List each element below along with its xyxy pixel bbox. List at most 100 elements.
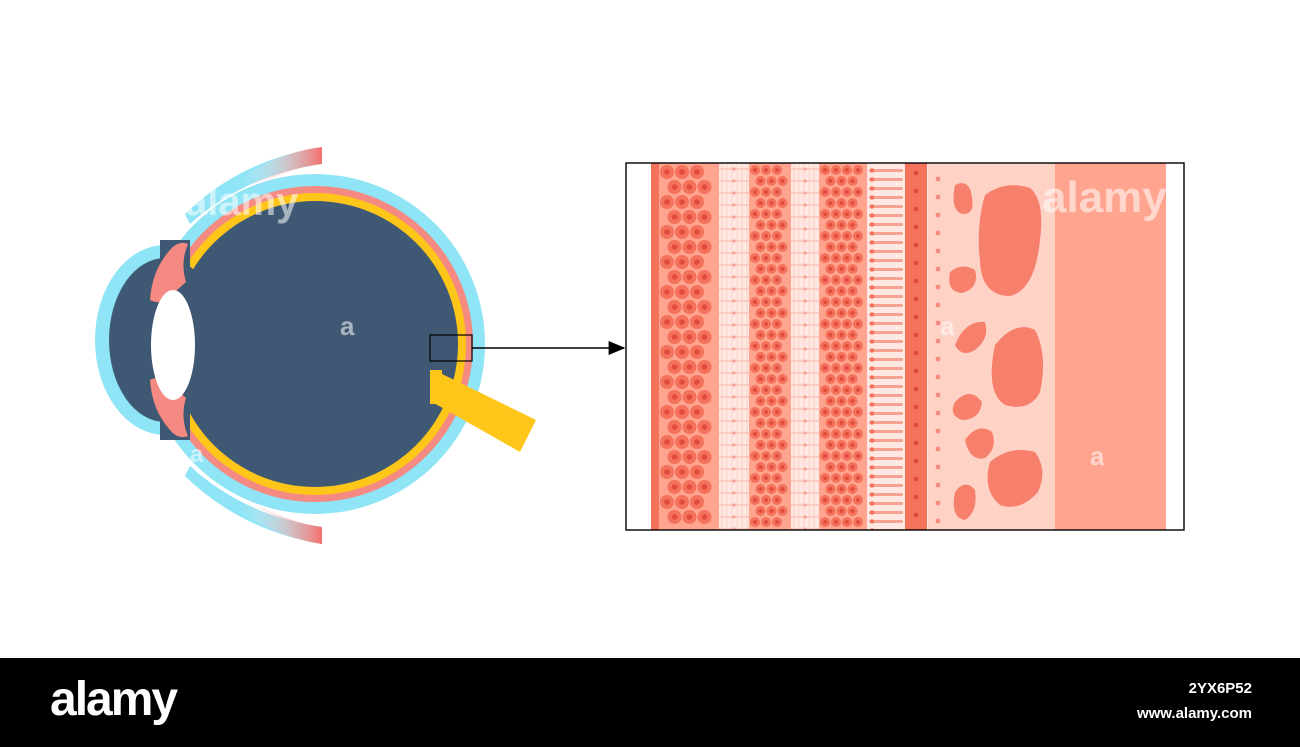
photoreceptor-head [869,510,875,515]
choroid-vessel [953,183,973,215]
photoreceptor-head [869,438,875,443]
nucleus-dot [845,476,849,480]
pigment-granule [913,170,919,176]
fiber-node [732,455,736,459]
nucleus-dot [664,319,670,325]
pigment-granule [913,278,919,284]
photoreceptor [869,466,903,469]
photoreceptor-head [869,213,875,218]
nucleus-dot [839,399,844,403]
photoreceptor [869,421,903,424]
fiber-node [732,395,736,399]
photoreceptor-head [869,384,875,389]
nucleus-dot [686,304,693,310]
nucleus-dot [775,168,779,172]
nucleus-dot [845,234,849,238]
nucleus-dot [769,377,774,381]
nucleus-dot [764,234,768,238]
nucleus-dot [764,476,768,480]
pigment-granule [935,338,941,344]
photoreceptor-head [869,249,875,254]
fiber-node [732,503,736,507]
fiber-node [732,479,736,483]
nucleus-dot [753,454,757,458]
photoreceptor-head [869,465,875,470]
fiber-node [732,311,736,315]
watermark-text: alamy [185,180,299,224]
nucleus-dot [694,169,700,175]
nucleus-dot [839,355,844,359]
nucleus-dot [828,223,833,227]
nucleus-dot [856,322,860,326]
photoreceptor [869,241,903,244]
nucleus-dot [834,300,838,304]
nucleus-dot [686,214,693,220]
nucleus-dot [839,311,844,315]
image-id: 2YX6P52 [1188,680,1252,697]
nucleus-dot [828,399,833,403]
nucleus-dot [850,421,855,425]
nucleus-dot [845,212,849,216]
nucleus-dot [834,388,838,392]
nucleus-dot [775,322,779,326]
nucleus-dot [753,366,757,370]
pigment-granule [935,392,941,398]
nucleus-dot [664,469,670,475]
nucleus-dot [701,514,708,520]
fiber-node [732,227,736,231]
nucleus-dot [694,499,700,505]
nucleus-dot [769,267,774,271]
photoreceptor [869,430,903,433]
fiber-node [732,215,736,219]
nucleus-dot [839,377,844,381]
nucleus-dot [769,399,774,403]
fiber-node [732,287,736,291]
nucleus-dot [839,509,844,513]
nucleus-dot [753,344,757,348]
nucleus-dot [769,179,774,183]
nucleus-dot [758,377,763,381]
nucleus-dot [823,256,827,260]
pigment-granule [935,320,941,326]
nucleus-dot [850,223,855,227]
fiber-node [732,263,736,267]
nucleus-dot [845,454,849,458]
nucleus-dot [701,334,708,340]
ciliary-body-upper [150,242,188,303]
footer-bar: alamy 2YX6P52 www.alamy.com [0,658,1300,747]
optic-nerve [432,372,536,452]
choroid-vessel [965,428,994,459]
nucleus-dot [686,394,693,400]
nucleus-dot [780,223,785,227]
nucleus-dot [856,498,860,502]
nucleus-dot [764,212,768,216]
nucleus-dot [850,179,855,183]
nucleus-dot [686,334,693,340]
pigment-granule [913,314,919,320]
photoreceptor [869,286,903,289]
nucleus-dot [764,344,768,348]
nucleus-dot [764,454,768,458]
fiber-node [732,275,736,279]
photoreceptor-head [869,492,875,497]
nucleus-dot [764,168,768,172]
nucleus-dot [850,487,855,491]
nucleus-dot [679,379,685,385]
nucleus-dot [834,520,838,524]
fiber-node [732,467,736,471]
photoreceptor [869,439,903,442]
nucleus-dot [686,364,693,370]
watermark-letter: a [940,311,955,341]
nucleus-dot [753,168,757,172]
nucleus-dot [828,311,833,315]
watermark-text: alamy [1042,173,1167,222]
nucleus-dot [780,355,785,359]
nucleus-dot [780,487,785,491]
nucleus-dot [753,300,757,304]
nucleus-dot [764,300,768,304]
nucleus-dot [845,300,849,304]
nucleus-dot [671,364,678,370]
nucleus-dot [769,355,774,359]
pigment-granule [935,374,941,380]
